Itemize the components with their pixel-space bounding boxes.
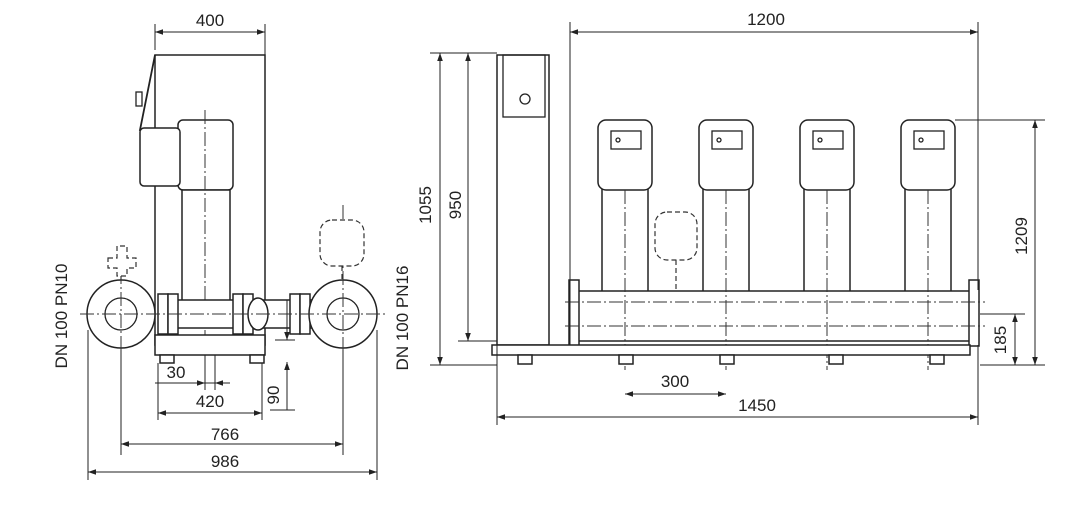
side-dimensions: 400 30 420 90 766 986 DN 100 PN10 <box>52 11 378 480</box>
pump-2-led <box>716 137 722 143</box>
side-pump-column <box>181 189 231 311</box>
dim-420: 420 <box>196 392 224 411</box>
cabinet-handle <box>135 91 143 107</box>
dim-300: 300 <box>661 372 689 391</box>
front-foot-2 <box>618 354 634 365</box>
side-foot-right <box>249 354 265 364</box>
dim-950: 950 <box>446 191 465 219</box>
label-dn100-pn10: DN 100 PN10 <box>52 264 71 369</box>
cabinet-main-switch <box>519 93 531 105</box>
manifold-pipe <box>577 290 972 342</box>
dim-1209: 1209 <box>1012 217 1031 255</box>
front-base-frame <box>491 344 971 356</box>
dim-1450: 1450 <box>738 396 776 415</box>
dim-90: 90 <box>264 386 283 405</box>
front-foot-3 <box>719 354 735 365</box>
side-terminal-box <box>139 127 181 187</box>
dim-1055: 1055 <box>416 186 435 224</box>
dim-185: 185 <box>991 326 1010 354</box>
front-view <box>491 54 985 370</box>
pump-4-led <box>918 137 924 143</box>
pump-2-display <box>711 130 743 150</box>
pump-1 <box>597 119 653 299</box>
side-view <box>80 54 385 390</box>
pump-1-led <box>615 137 621 143</box>
front-foot-4 <box>828 354 844 365</box>
dim-986: 986 <box>211 452 239 471</box>
dim-30: 30 <box>167 363 186 382</box>
pump-3-display <box>812 130 844 150</box>
pump-4-display <box>913 130 945 150</box>
front-dimensions: 1200 1055 950 DN 100 PN16 1209 185 300 1… <box>393 10 1045 425</box>
optional-valve-dashed <box>107 245 137 277</box>
side-base-frame <box>154 334 266 356</box>
cabinet-panel <box>502 54 546 118</box>
pump-1-display <box>610 130 642 150</box>
front-foot-5 <box>929 354 945 365</box>
dim-1200: 1200 <box>747 10 785 29</box>
pump-3-led <box>817 137 823 143</box>
dim-400: 400 <box>196 11 224 30</box>
front-pressure-vessel-dashed <box>654 211 698 261</box>
manifold-flange-right <box>968 279 980 347</box>
front-control-cabinet <box>496 54 550 346</box>
label-dn100-pn16: DN 100 PN16 <box>393 266 412 371</box>
side-foot-left <box>159 354 175 364</box>
front-foot-1 <box>517 354 533 365</box>
pressure-vessel-dashed <box>319 219 365 267</box>
dim-766: 766 <box>211 425 239 444</box>
